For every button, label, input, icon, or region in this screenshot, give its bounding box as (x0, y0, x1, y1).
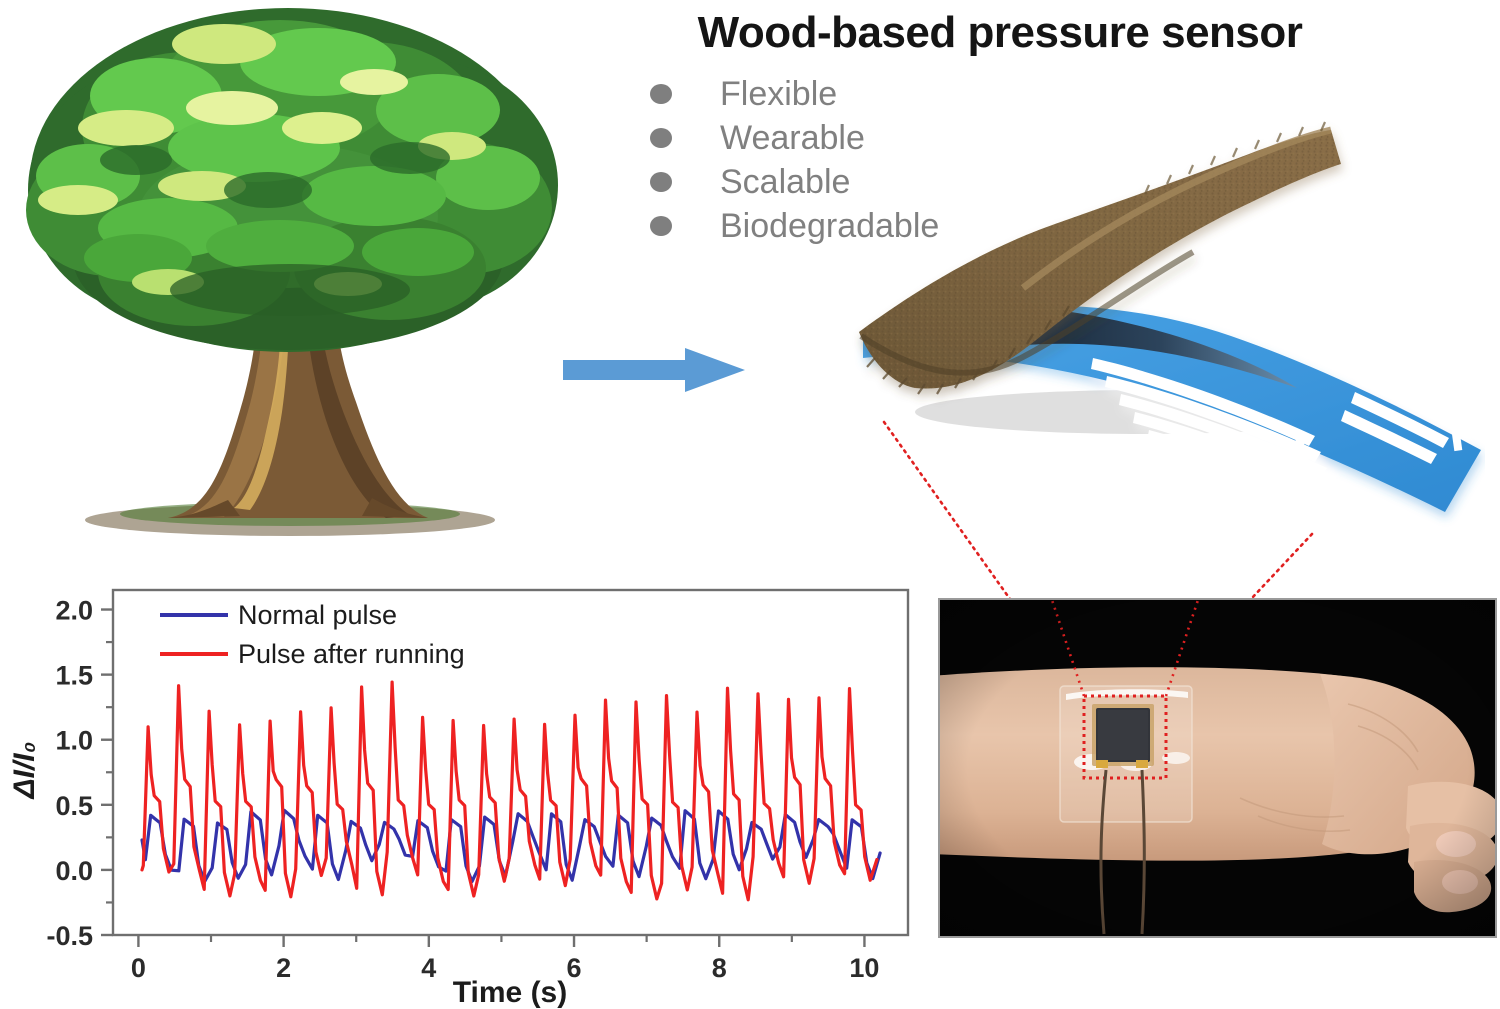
callout-svg (882, 420, 1314, 632)
callout-line-left (882, 420, 1034, 632)
y-tick-label: 0.0 (55, 856, 93, 886)
y-tick-label: 1.0 (55, 726, 93, 756)
wood-film (859, 121, 1341, 395)
tree-root-left (168, 500, 240, 518)
series-line-pulse-after-running (140, 680, 879, 902)
feature-item-scalable: Scalable (650, 160, 1170, 204)
filled-dot-icon (650, 216, 672, 236)
legend-label-normal: Normal pulse (238, 600, 397, 630)
x-tick-label: 8 (712, 953, 727, 983)
tree-illustration (18, 0, 558, 545)
x-tick-label: 10 (849, 953, 879, 983)
y-axis-label: ΔI/I₀ (8, 742, 41, 800)
feature-item-biodegradable: Biodegradable (650, 204, 1170, 248)
photo-vignette (940, 600, 1495, 936)
y-tick-label: 0.5 (55, 791, 93, 821)
process-arrow (555, 340, 755, 400)
x-tick-label: 2 (276, 953, 291, 983)
x-axis-label: Time (s) (453, 976, 567, 1009)
wood-fiber-top (1143, 121, 1327, 195)
filled-dot-icon (650, 172, 672, 192)
feature-label: Biodegradable (720, 207, 940, 245)
pulse-chart: -0.5 0.0 0.5 1.0 1.5 2.0 0 2 4 6 8 10 ΔI/I₀ Time (… (0, 570, 935, 1009)
y-tick-label: 1.5 (55, 661, 93, 691)
filled-dot-icon (650, 84, 672, 104)
x-axis-ticks: 0 2 4 6 8 10 (131, 935, 879, 983)
feature-label: Scalable (720, 163, 851, 201)
feature-item-flexible: Flexible (650, 72, 1170, 116)
filled-dot-icon (650, 128, 672, 148)
photo-svg (940, 600, 1495, 936)
wood-pressure-sensor-device (845, 120, 1485, 540)
feature-label: Flexible (720, 75, 838, 113)
plot-frame (111, 588, 910, 937)
interdigitated-fingers (1091, 354, 1463, 528)
x-tick-label: 6 (567, 953, 582, 983)
feature-list: Flexible Wearable Scalable Biodegradable (650, 72, 1170, 248)
wood-fiber-edge (866, 305, 1070, 395)
callout-line-right (1220, 532, 1314, 632)
right-arrow-icon (563, 348, 745, 392)
device-svg (859, 121, 1481, 528)
x-tick-label: 0 (131, 953, 146, 983)
callout-lines (860, 400, 1360, 632)
x-tick-label: 4 (421, 953, 436, 983)
arrow-svg (563, 348, 745, 392)
pulse-chart-svg: -0.5 0.0 0.5 1.0 1.5 2.0 0 2 4 6 8 10 ΔI/I₀ Time (… (0, 570, 935, 1009)
tree-trunk-highlight (186, 296, 288, 517)
chart-legend: Normal pulse Pulse after running (160, 600, 465, 669)
tree-svg (26, 8, 558, 536)
wrist-sensor-photo (938, 598, 1497, 938)
feature-item-wearable: Wearable (650, 116, 1170, 160)
feature-label: Wearable (720, 119, 865, 157)
y-tick-label: -0.5 (46, 921, 93, 951)
legend-label-running: Pulse after running (238, 639, 465, 669)
series-group (140, 680, 882, 902)
y-axis-ticks: -0.5 0.0 0.5 1.0 1.5 2.0 (46, 596, 113, 951)
y-tick-label: 2.0 (55, 596, 93, 626)
tree-canopy (26, 8, 558, 352)
tree-root-right (362, 498, 428, 518)
page-title: Wood-based pressure sensor (697, 8, 1303, 57)
